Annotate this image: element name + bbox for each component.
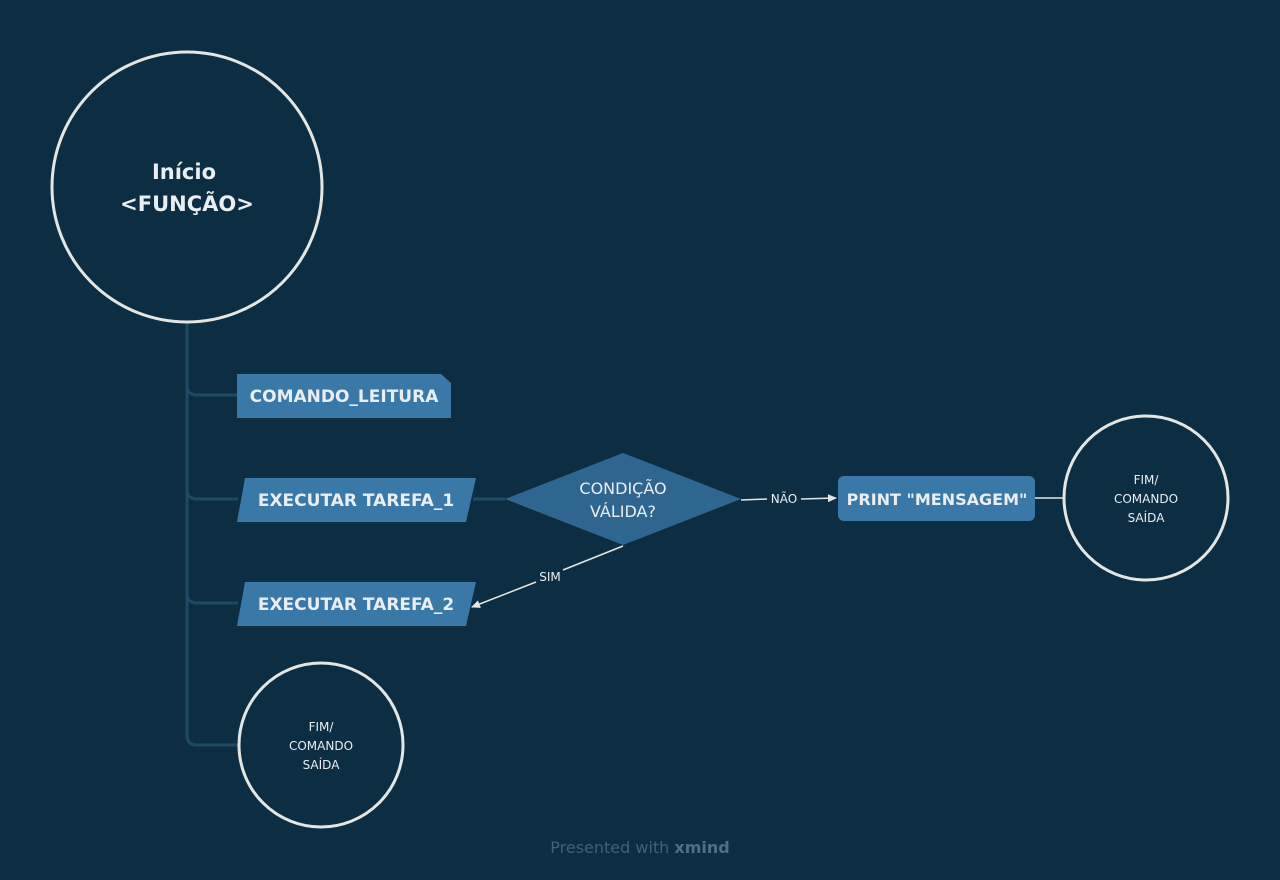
start-label-line1: Início: [152, 160, 216, 184]
yes-branch: SIM: [471, 545, 624, 608]
no-branch: NÃO: [740, 491, 837, 506]
end-left-line1: FIM/: [309, 720, 335, 734]
read-command-label: COMANDO_LEITURA: [250, 387, 440, 407]
end-right-line3: SAÍDA: [1128, 510, 1166, 525]
condition-node[interactable]: CONDIÇÃO VÁLIDA?: [505, 453, 741, 545]
branch-read: [185, 384, 238, 397]
read-command-node[interactable]: COMANDO_LEITURA: [237, 374, 451, 418]
condition-label-line2: VÁLIDA?: [590, 502, 656, 521]
task1-node[interactable]: EXECUTAR TAREFA_1: [237, 478, 476, 522]
end-right-line1: FIM/: [1134, 473, 1160, 487]
footer-brand: xmind: [674, 838, 730, 857]
end-left-line3: SAÍDA: [303, 757, 341, 772]
task1-label: EXECUTAR TAREFA_1: [258, 491, 454, 511]
footer-attribution[interactable]: Presented with xmind: [0, 838, 1280, 857]
yes-edge-label: SIM: [539, 570, 561, 584]
end-right-line2: COMANDO: [1114, 492, 1178, 506]
no-edge-label: NÃO: [771, 491, 797, 506]
start-label-line2: <FUNÇÃO>: [120, 191, 254, 216]
end-node-right[interactable]: FIM/ COMANDO SAÍDA: [1062, 414, 1230, 582]
start-node[interactable]: Início <FUNÇÃO>: [50, 50, 324, 324]
trunk-line: [185, 322, 238, 747]
condition-label-line1: CONDIÇÃO: [579, 479, 666, 498]
print-label: PRINT "MENSAGEM": [847, 490, 1028, 509]
task2-label: EXECUTAR TAREFA_2: [258, 595, 454, 615]
branch-task2: [185, 592, 238, 605]
end-left-line2: COMANDO: [289, 739, 353, 753]
end-node-left[interactable]: FIM/ COMANDO SAÍDA: [237, 661, 405, 829]
tree-connectors: [185, 322, 505, 747]
task2-node[interactable]: EXECUTAR TAREFA_2: [237, 582, 476, 626]
print-node[interactable]: PRINT "MENSAGEM": [838, 476, 1035, 521]
footer-prefix: Presented with: [550, 838, 670, 857]
branch-task1: [185, 488, 238, 501]
